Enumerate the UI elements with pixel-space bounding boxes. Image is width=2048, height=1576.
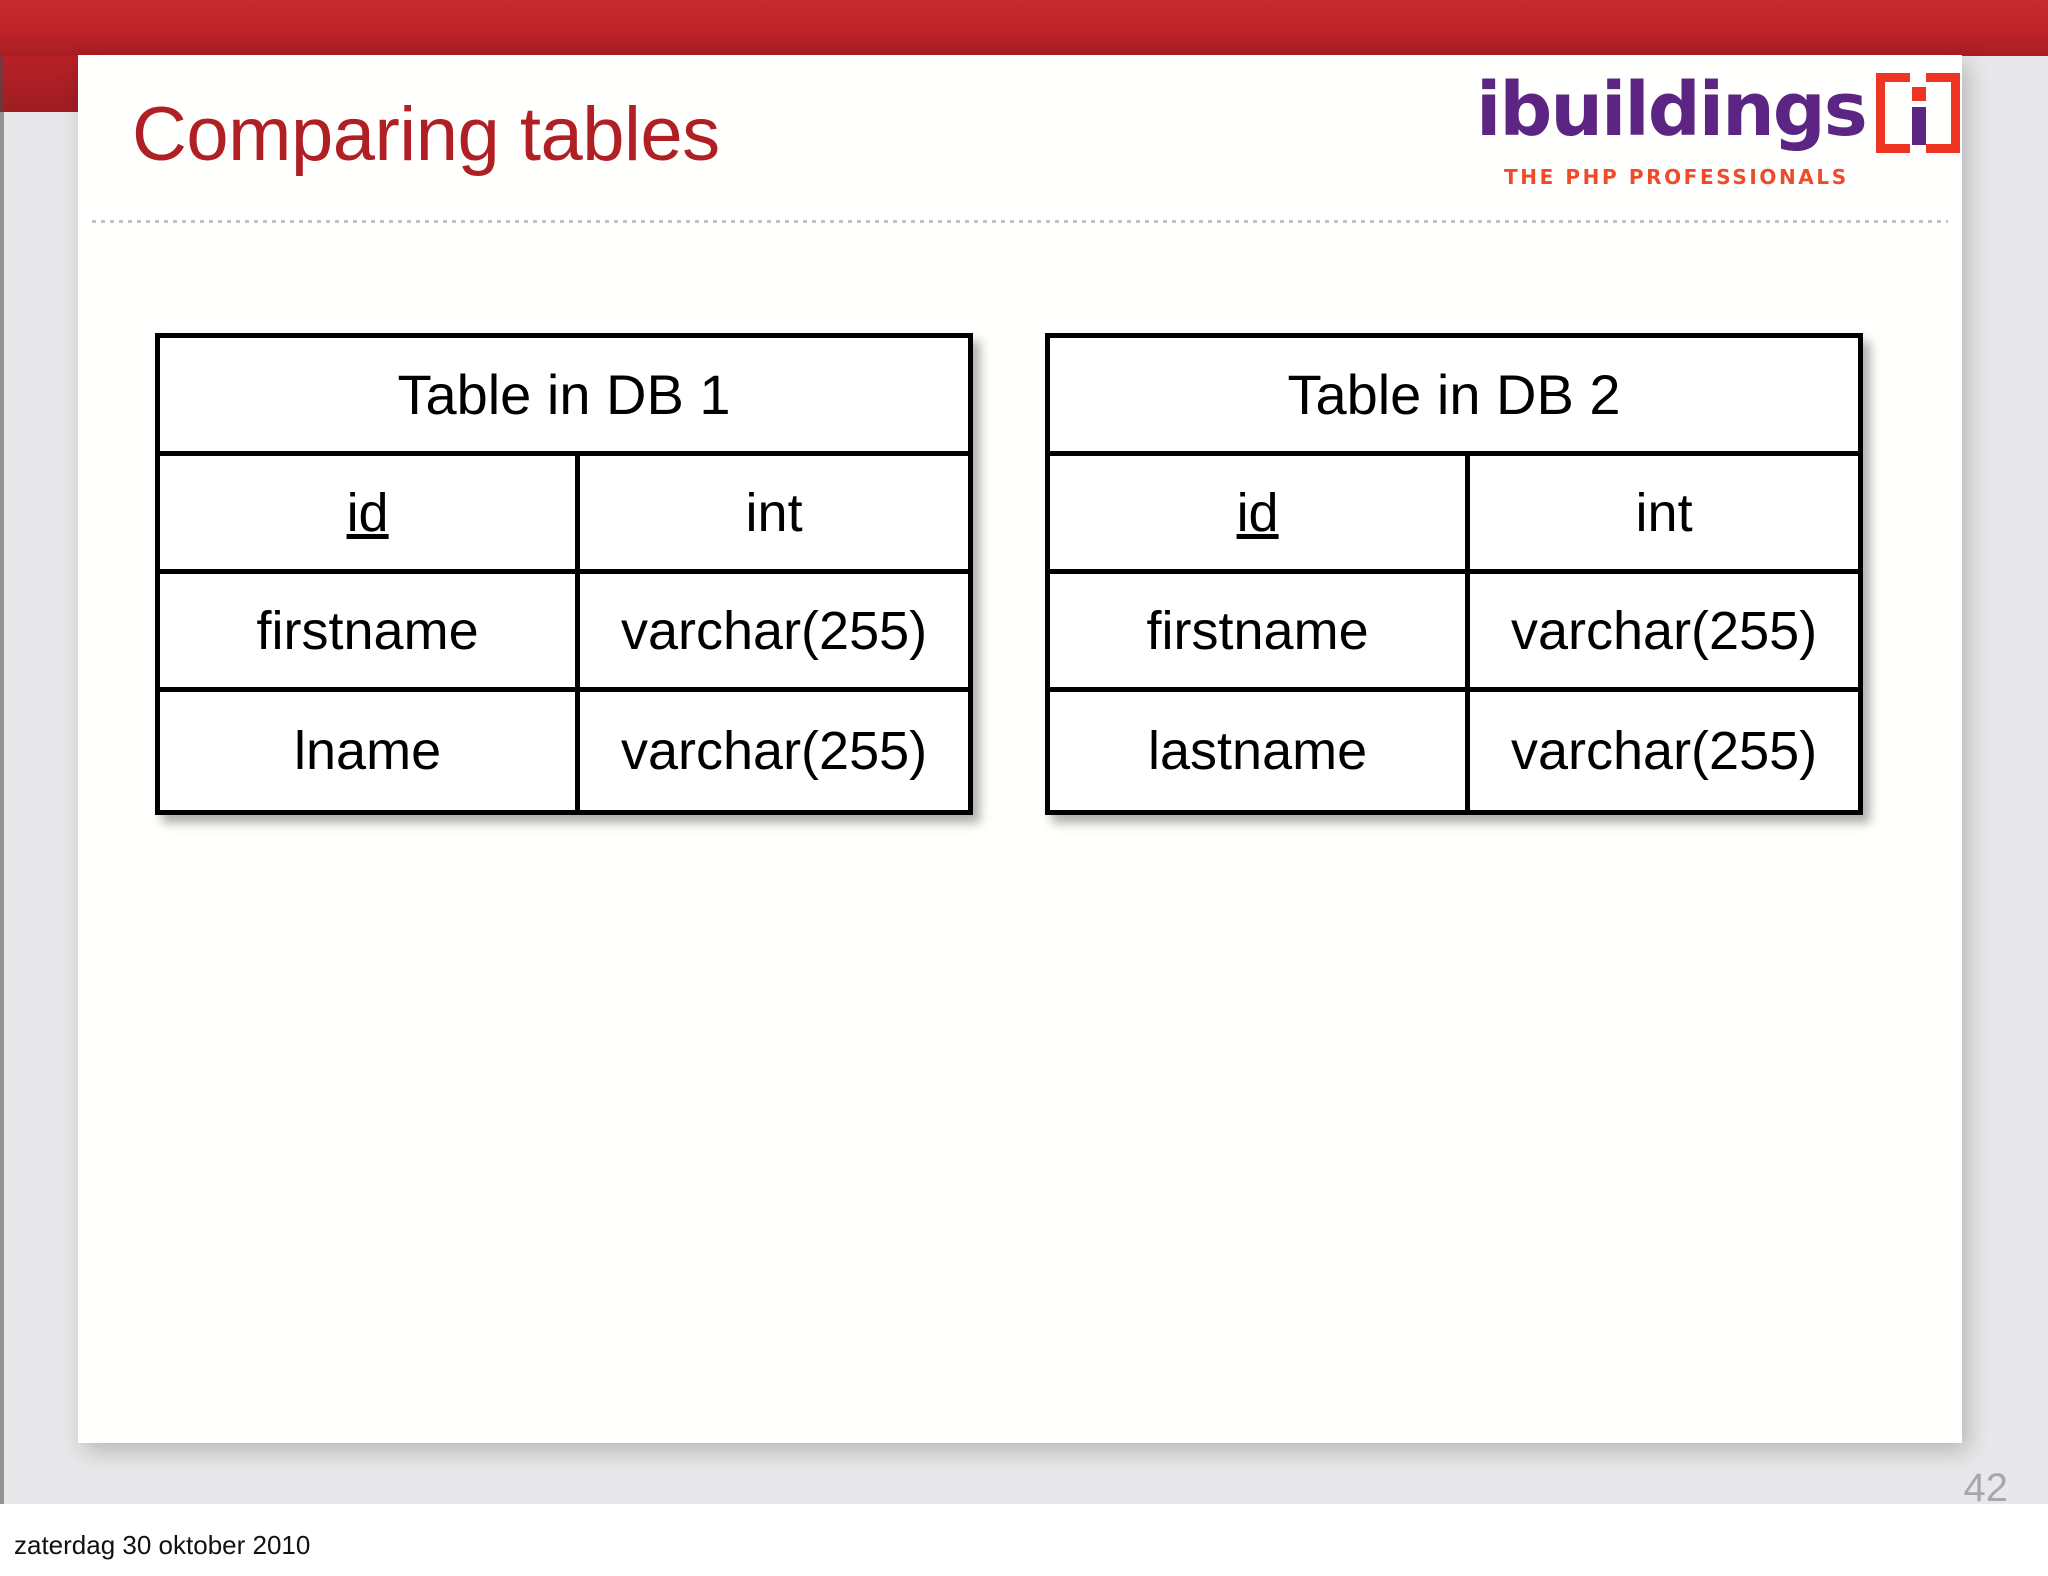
- column-type-cell: varchar(255): [621, 600, 928, 661]
- footer-date: zaterdag 30 oktober 2010: [14, 1530, 311, 1560]
- table-row: firstname varchar(255): [160, 574, 968, 692]
- bracket-right-icon: [1925, 73, 1960, 153]
- logo-tagline: THE PHP PROFESSIONALS: [1504, 165, 1849, 189]
- column-name-cell: firstname: [160, 574, 581, 687]
- logo-wordmark: ibuildings: [1476, 73, 1960, 153]
- slide-canvas: Comparing tables ibuildings THE PHP PROF…: [78, 55, 1962, 1443]
- logo-word-text: ibuildings: [1476, 67, 1868, 153]
- table-row: lastname varchar(255): [1050, 692, 1858, 810]
- ibuildings-logo: ibuildings THE PHP PROFESSIONALS: [1476, 73, 1960, 203]
- footer-strip: [0, 1504, 2048, 1576]
- bracket-left-icon: [1875, 73, 1910, 153]
- slide-header: Comparing tables ibuildings THE PHP PROF…: [78, 55, 1962, 223]
- column-type-cell: varchar(255): [1511, 721, 1818, 781]
- schema-table-db2: Table in DB 2 id int firstname varchar(2…: [1045, 333, 1863, 815]
- table-caption: Table in DB 1: [160, 338, 968, 456]
- bracket-i-icon: [1875, 73, 1960, 153]
- left-red-band: [0, 56, 78, 112]
- column-name-cell: id: [160, 456, 581, 569]
- column-type-cell: varchar(255): [1511, 600, 1818, 661]
- table-row: lname varchar(255): [160, 692, 968, 810]
- column-type-cell: int: [1635, 482, 1693, 543]
- title-dotted-divider: [92, 220, 1948, 223]
- column-name-cell: lastname: [1050, 692, 1471, 810]
- slide-body: Table in DB 1 id int firstname varchar(2…: [78, 223, 1962, 1443]
- column-type-cell: varchar(255): [621, 721, 928, 781]
- table-row: firstname varchar(255): [1050, 574, 1858, 692]
- page-title: Comparing tables: [132, 92, 720, 177]
- schema-table-db1: Table in DB 1 id int firstname varchar(2…: [155, 333, 973, 815]
- column-name-text: id: [346, 482, 389, 543]
- column-name-text: id: [1236, 482, 1279, 543]
- column-type-cell: int: [745, 482, 803, 543]
- column-name-cell: id: [1050, 456, 1471, 569]
- column-name-cell: lname: [160, 692, 581, 810]
- column-name-cell: firstname: [1050, 574, 1471, 687]
- page-number: 42: [1963, 1466, 2009, 1510]
- table-row: id int: [160, 456, 968, 574]
- top-red-band: [0, 0, 2048, 56]
- table-caption: Table in DB 2: [1050, 338, 1858, 456]
- background-left-edge: [0, 56, 4, 1576]
- i-stem-icon: [1911, 107, 1926, 145]
- table-row: id int: [1050, 456, 1858, 574]
- i-dot-icon: [1911, 87, 1926, 101]
